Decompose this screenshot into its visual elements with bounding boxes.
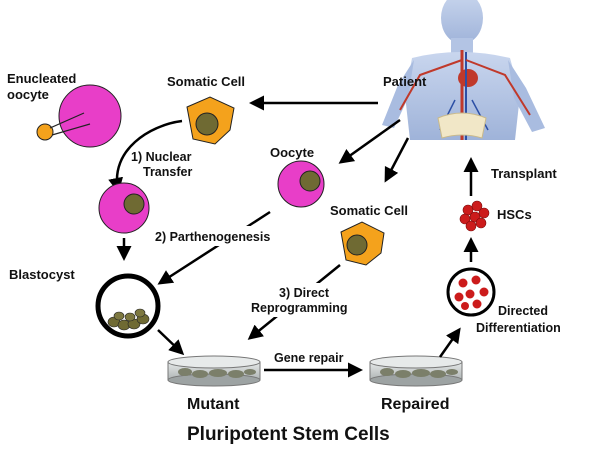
parthenogenesis-label-bg	[152, 226, 302, 246]
parthenogenesis-label: 2) Parthenogenesis	[155, 230, 270, 244]
human-body-icon	[382, 0, 545, 140]
direct-reprogramming-label-2: Reprogramming	[251, 301, 348, 315]
arrow-parthenogenesis	[157, 210, 271, 285]
footer-title: Pluripotent Stem Cells	[187, 424, 390, 445]
arrow-blastocyst-to-mutant	[157, 329, 185, 356]
gene-repair-label: Gene repair	[274, 351, 344, 365]
enucleated-oocyte-icon	[36, 84, 122, 148]
repaired-label: Repaired	[381, 396, 449, 413]
somatic-cell-mid-label: Somatic Cell	[330, 203, 408, 218]
somatic-cell-mid-icon	[340, 221, 385, 266]
enucleated-label-2: oocyte	[7, 87, 49, 102]
reconstructed-oocyte-icon	[98, 182, 150, 234]
petri-dish-icon	[167, 355, 261, 387]
reprogramming-label-bg	[270, 283, 374, 317]
directed-diff-label-1: Directed	[498, 304, 548, 318]
somatic-cell-top-label: Somatic Cell	[167, 74, 245, 89]
blastocyst-icon	[95, 273, 161, 339]
somatic-cell-top-icon	[186, 96, 235, 145]
transplant-label: Transplant	[491, 166, 557, 181]
patient-label: Patient	[383, 74, 427, 89]
direct-reprogramming-label-1: 3) Direct	[279, 286, 330, 300]
oocyte-icon	[277, 160, 325, 208]
petri-dish-repaired-icon	[369, 355, 463, 387]
arrow-to-differentiation	[438, 327, 461, 358]
nuclear-transfer-label-2: Transfer	[143, 165, 192, 179]
hsc-cluster-icon	[459, 200, 490, 232]
nuclear-transfer-label-1: 1) Nuclear	[131, 150, 192, 164]
mutant-label: Mutant	[187, 396, 240, 413]
arrow-nuclear-transfer	[108, 119, 183, 193]
differentiated-cell-icon	[446, 267, 496, 317]
arrow-patient-to-somatic-mid	[384, 137, 410, 183]
enucleated-label-1: Enucleated	[7, 71, 76, 86]
directed-diff-label-2: Differentiation	[476, 321, 561, 335]
oocyte-label: Oocyte	[270, 145, 314, 160]
hscs-label: HSCs	[497, 207, 532, 222]
arrow-patient-to-oocyte	[338, 118, 401, 164]
blastocyst-label: Blastocyst	[9, 267, 75, 282]
